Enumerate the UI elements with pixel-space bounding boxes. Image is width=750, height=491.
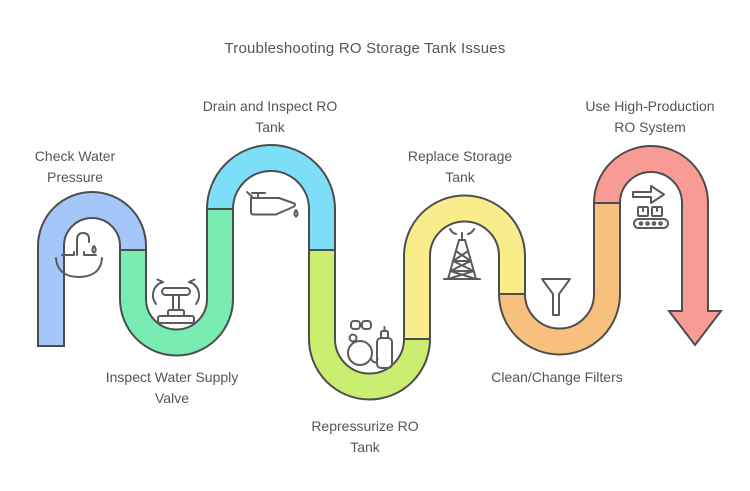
step-label-repressurize-ro-tank: Repressurize RO Tank [311, 416, 418, 458]
step-label-line: Inspect Water Supply [105, 369, 239, 385]
pipe-segment-replace-storage-tank [403, 194, 526, 340]
step-icons [55, 185, 669, 369]
step-label-inspect-water-supply-valve: Inspect Water Supply Valve [106, 367, 239, 409]
step-label-line: RO System [614, 119, 686, 135]
funnel-icon [541, 278, 571, 316]
conveyor-arrow-icon [632, 185, 669, 229]
step-label-replace-storage-tank: Replace Storage Tank [408, 146, 512, 188]
step-label-line: Tank [350, 439, 380, 455]
air-pump-icon [347, 320, 393, 369]
pipe-segment-repressurize-ro-tank [308, 249, 432, 401]
step-label-line: Repressurize RO [311, 418, 419, 434]
step-label-line: Clean/Change Filters [491, 369, 623, 385]
step-label-line: Tank [445, 169, 475, 185]
pipe-segment-drain-and-inspect-ro-tank [205, 144, 336, 251]
diagram-title: Troubleshooting RO Storage Tank Issues [224, 40, 506, 57]
pipe-segment-clean-change-filters [497, 202, 621, 356]
pipe-segment-use-high-production-ro-system-arrow-end [592, 145, 724, 347]
step-label-clean-change-filters: Clean/Change Filters [491, 367, 623, 388]
step-label-line: Pressure [46, 169, 104, 185]
oil-can-icon [246, 191, 299, 218]
valve-icon [151, 278, 201, 324]
pipe-segment-inspect-water-supply-valve [119, 208, 234, 357]
pipe-segment-check-water-pressure [37, 191, 147, 347]
step-label-line: Drain and Inspect RO [202, 98, 338, 114]
step-label-line: Replace Storage [407, 148, 513, 164]
faucet-icon [55, 232, 103, 278]
step-label-line: Check Water [34, 148, 116, 164]
step-label-line: Use High-Production [585, 98, 715, 114]
pipe-path [37, 144, 724, 401]
step-label-check-water-pressure: Check Water Pressure [35, 146, 115, 188]
step-label-line: Valve [155, 390, 189, 406]
derrick-tower-icon [443, 228, 481, 280]
step-label-line: Tank [255, 119, 285, 135]
step-label-drain-and-inspect-ro-tank: Drain and Inspect RO Tank [203, 96, 338, 138]
step-label-use-high-production-ro-system: Use High-Production RO System [585, 96, 714, 138]
